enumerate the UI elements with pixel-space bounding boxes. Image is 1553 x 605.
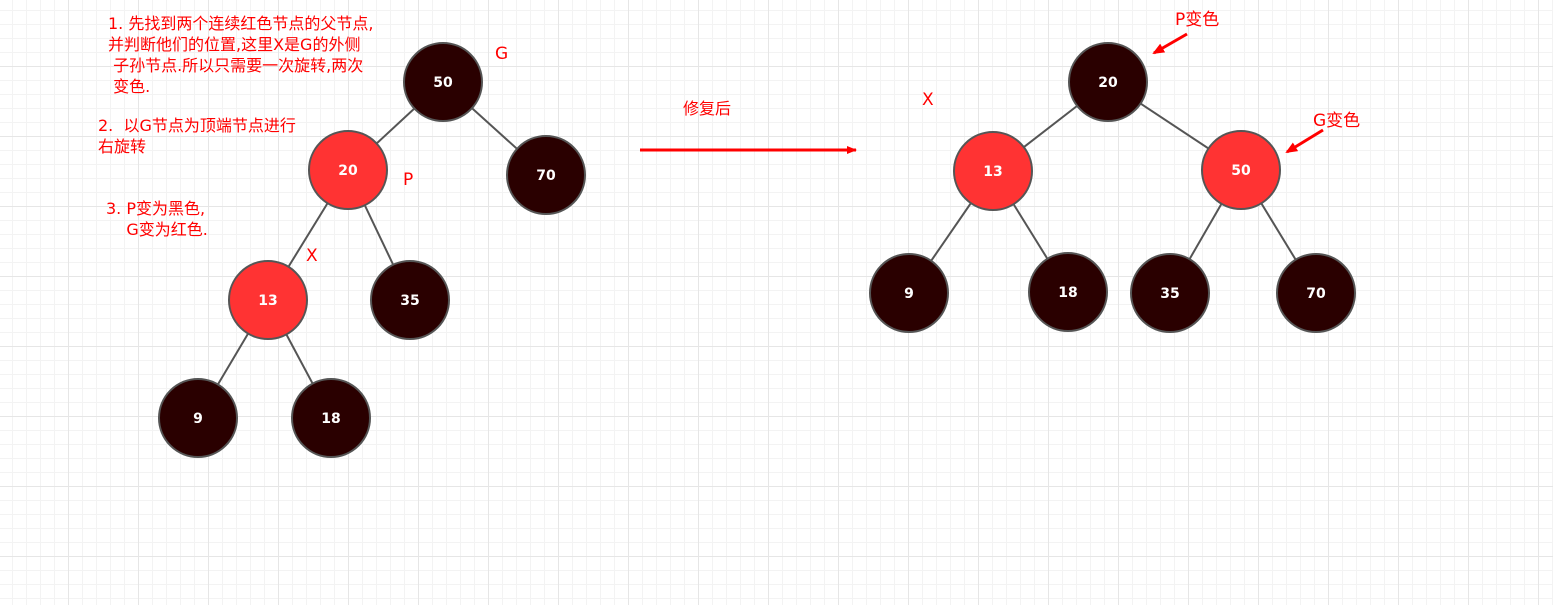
after-node-label-50: 50: [1231, 163, 1251, 179]
before-node-label-9: 9: [193, 411, 203, 427]
before-node-label-35: 35: [400, 293, 419, 309]
before-node-label-13: 13: [258, 293, 277, 309]
g-changed-arrow: [1285, 128, 1324, 154]
step3-note: 3. P变为黑色, G变为红色.: [106, 199, 208, 239]
after-node-label-13: 13: [983, 164, 1002, 180]
before-node-label-20: 20: [338, 163, 358, 179]
before-node-circle-35: [370, 260, 450, 340]
before-node-label-70: 70: [536, 168, 556, 184]
after-node-50: 50: [1201, 130, 1281, 210]
after-node-circle-50: [1201, 130, 1281, 210]
after-node-circle-35: [1130, 253, 1210, 333]
after-node-20: 20: [1068, 42, 1148, 122]
nodes-layer: 50 20 70 13 35 9 18 20 13 50 9 18 35 70: [158, 42, 1356, 458]
before-node-circle-20: [308, 130, 388, 210]
after-node-circle-9: [869, 253, 949, 333]
before-node-50: 50: [403, 42, 483, 122]
before-node-13: 13: [228, 260, 308, 340]
before-tag-p: P: [403, 170, 414, 190]
after-node-label-9: 9: [904, 286, 914, 302]
after-node-70: 70: [1276, 253, 1356, 333]
before-node-circle-70: [506, 135, 586, 215]
after-tag-x: X: [922, 90, 934, 110]
after-node-circle-70: [1276, 253, 1356, 333]
after-node-9: 9: [869, 253, 949, 333]
after-node-circle-18: [1028, 252, 1108, 332]
after-node-18: 18: [1028, 252, 1108, 332]
after-tag-p-changed: P变色: [1175, 10, 1220, 30]
before-node-20: 20: [308, 130, 388, 210]
before-node-label-18: 18: [321, 411, 340, 427]
after-node-circle-20: [1068, 42, 1148, 122]
before-tag-x: X: [306, 246, 318, 266]
before-node-70: 70: [506, 135, 586, 215]
before-node-circle-9: [158, 378, 238, 458]
before-tag-g: G: [495, 44, 509, 64]
before-node-35: 35: [370, 260, 450, 340]
step2-note: 2. 以G节点为顶端节点进行 右旋转: [98, 116, 296, 156]
step1-note: 1. 先找到两个连续红色节点的父节点, 并判断他们的位置,这里X是G的外侧 子孙…: [108, 14, 374, 96]
p-changed-arrow: [1152, 32, 1188, 55]
before-node-circle-50: [403, 42, 483, 122]
before-node-18: 18: [291, 378, 371, 458]
before-node-circle-13: [228, 260, 308, 340]
before-node-circle-18: [291, 378, 371, 458]
after-label: 修复后: [683, 99, 732, 118]
after-node-label-18: 18: [1058, 285, 1077, 301]
after-node-circle-13: [953, 131, 1033, 211]
after-node-35: 35: [1130, 253, 1210, 333]
after-node-label-35: 35: [1160, 286, 1179, 302]
after-node-label-70: 70: [1306, 286, 1326, 302]
before-node-9: 9: [158, 378, 238, 458]
before-node-label-50: 50: [433, 75, 453, 91]
edges-layer: [197, 81, 1317, 419]
after-node-13: 13: [953, 131, 1033, 211]
after-tag-g-changed: G变色: [1313, 111, 1361, 131]
after-node-label-20: 20: [1098, 75, 1118, 91]
